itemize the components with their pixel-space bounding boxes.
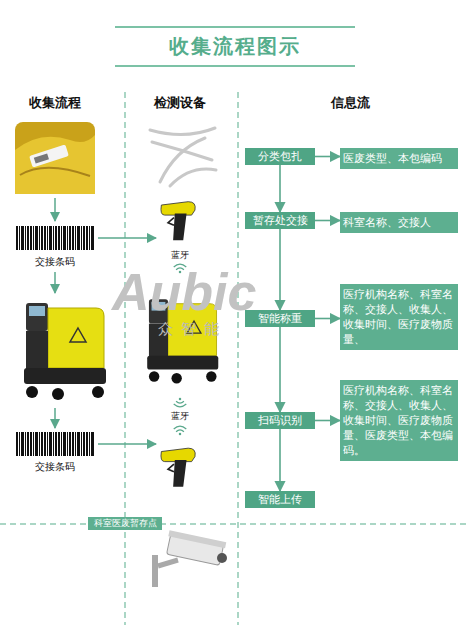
info-box: 医废类型、本包编码 xyxy=(340,148,458,169)
camera-mount xyxy=(152,555,158,587)
signal-label: 蓝牙 xyxy=(150,250,210,261)
watermark: 众智能 xyxy=(145,320,240,338)
bag-fold xyxy=(15,135,95,194)
barcode xyxy=(15,226,95,250)
node-text: 暂存处交接 xyxy=(250,214,310,227)
process-box: 暂存处交接 xyxy=(245,212,315,229)
flow-connector xyxy=(279,327,281,412)
process-box: 扫码识别 xyxy=(245,412,315,429)
photo-ground xyxy=(15,122,95,194)
signal-label: 蓝牙 xyxy=(150,411,210,422)
flow-connector xyxy=(315,318,340,320)
bag-crease xyxy=(20,168,90,176)
barcode-label: 交接条码 xyxy=(5,461,105,473)
info-box: 医疗机构名称、科室名称、交接人、收集人、收集时间、医疗废物质量、 xyxy=(340,284,458,350)
barcode-label: 交接条码 xyxy=(5,256,105,268)
node-text: 医疗机构名称、科室名称、交接人、收集人、收集时间、医疗废物质量、医废类型、本包编… xyxy=(343,383,455,458)
bluetooth-signal xyxy=(174,398,187,407)
scan-arrow xyxy=(98,443,156,445)
flow-connector xyxy=(315,220,340,222)
camera-lens xyxy=(217,553,227,563)
process-box: 分类包扎 xyxy=(245,148,315,165)
barcode-scanner xyxy=(161,448,195,487)
flow-connector xyxy=(315,420,340,422)
zip-tie xyxy=(150,128,215,135)
bluetooth-signal xyxy=(174,426,187,435)
column-header: 检测设备 xyxy=(130,95,230,111)
flow-arrow xyxy=(54,408,56,428)
section-divider xyxy=(0,523,470,525)
column-header: 收集流程 xyxy=(5,95,105,111)
diagram-title: 收集流程图示 xyxy=(0,33,470,59)
waste-bag-photo xyxy=(15,122,95,194)
zip-tie xyxy=(170,169,216,186)
flow-connector xyxy=(279,165,281,212)
flow-arrow xyxy=(54,272,56,293)
flow-arrow xyxy=(54,198,56,221)
watermark: Aubic xyxy=(112,266,247,318)
collection-cart xyxy=(24,303,106,400)
flow-connector xyxy=(279,429,281,491)
node-text: 医疗机构名称、科室名称、交接人、收集人、收集时间、医疗废物质量、 xyxy=(343,287,455,347)
node-text: 科室医废暂存点 xyxy=(92,518,158,529)
node-text: 智能称重 xyxy=(250,312,310,325)
barcode-scanner xyxy=(161,202,195,241)
node-text: 智能上传 xyxy=(250,493,310,506)
barcode xyxy=(15,432,95,456)
flow-connector xyxy=(279,229,281,310)
flow-connector xyxy=(315,156,340,158)
title-rule xyxy=(115,65,355,67)
column-header: 信息流 xyxy=(290,95,410,111)
process-box: 智能上传 xyxy=(245,491,315,508)
tag-code xyxy=(34,153,49,163)
info-box: 科室名称、交接人 xyxy=(340,212,458,233)
bag-tag xyxy=(29,144,69,167)
location-tag: 科室医废暂存点 xyxy=(88,517,162,530)
title-rule xyxy=(115,26,355,28)
column-divider xyxy=(237,92,239,625)
node-text: 科室名称、交接人 xyxy=(343,215,455,230)
scan-arrow xyxy=(98,237,156,239)
surveillance-camera xyxy=(152,530,227,587)
node-text: 分类包扎 xyxy=(250,150,310,163)
info-box: 医疗机构名称、科室名称、交接人、收集人、收集时间、医疗废物质量、医废类型、本包编… xyxy=(340,380,458,461)
camera-arm xyxy=(158,560,178,566)
camera-hood xyxy=(168,530,226,548)
node-text: 医废类型、本包编码 xyxy=(343,151,455,166)
zip-ties xyxy=(150,128,216,186)
column-divider xyxy=(124,92,126,625)
process-box: 智能称重 xyxy=(245,310,315,327)
node-text: 扫码识别 xyxy=(250,414,310,427)
